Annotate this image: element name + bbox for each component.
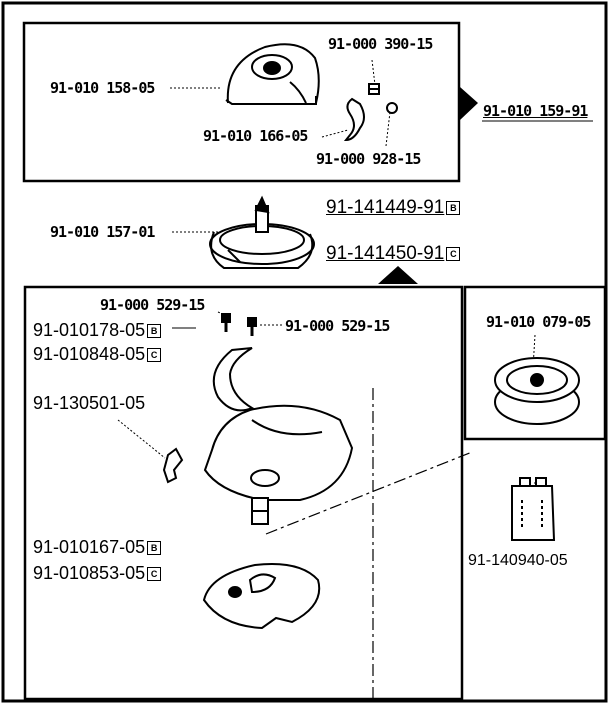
code-box-c: C xyxy=(446,247,461,261)
part-number: 91-010853-05 xyxy=(33,563,146,583)
code-box-c: C xyxy=(147,567,162,581)
screw-drawing xyxy=(368,83,380,95)
label-91-000-390-15: 91-000 390-15 xyxy=(328,35,433,53)
latch-spring-drawing xyxy=(343,97,398,142)
screw-pair-drawing xyxy=(221,313,257,336)
hook-body-drawing xyxy=(203,404,354,525)
bed-plate-drawing xyxy=(202,563,321,630)
code-box-b: B xyxy=(147,541,162,555)
hook-assembly-frame xyxy=(23,285,464,701)
label-91-010-158-05: 91-010 158-05 xyxy=(50,79,155,97)
arrow-up-icon xyxy=(378,266,418,284)
bobbin-drawing xyxy=(494,357,580,425)
label-91-000-928-15: 91-000 928-15 xyxy=(316,150,421,168)
label-91-130501-05: 91-130501-05 xyxy=(33,393,146,413)
code-box-b: B xyxy=(147,324,162,338)
bobbin-case-drawing xyxy=(225,43,320,105)
bobbin-frame xyxy=(463,285,607,441)
part-number: 91-141449-91 xyxy=(326,197,445,218)
part-number: 91-010848-05 xyxy=(33,344,146,364)
part-number: 91-141450-91 xyxy=(326,243,445,264)
label-91-010-159-91: 91-010 159-91 xyxy=(483,102,588,120)
top-subassembly-frame xyxy=(22,21,461,183)
code-box-b: B xyxy=(446,201,461,215)
tension-part-drawing xyxy=(511,477,556,541)
gib-ring-drawing xyxy=(212,347,255,412)
part-number: 91-010178-05 xyxy=(33,320,146,340)
arrow-right-icon xyxy=(460,87,478,120)
label-91-010-079-05: 91-010 079-05 xyxy=(486,313,591,331)
label-91-140940-05: 91-140940-05 xyxy=(468,552,568,569)
label-91-000-529-15-a: 91-000 529-15 xyxy=(100,296,205,314)
label-91-000-529-15-b: 91-000 529-15 xyxy=(285,317,390,335)
center-line xyxy=(265,388,473,700)
hook-assembled-drawing xyxy=(209,195,315,269)
code-box-c: C xyxy=(147,348,162,362)
small-spring-drawing xyxy=(162,447,184,484)
label-91-010-166-05: 91-010 166-05 xyxy=(203,127,308,145)
part-number: 91-010167-05 xyxy=(33,537,146,557)
label-91-010-157-01: 91-010 157-01 xyxy=(50,223,155,241)
